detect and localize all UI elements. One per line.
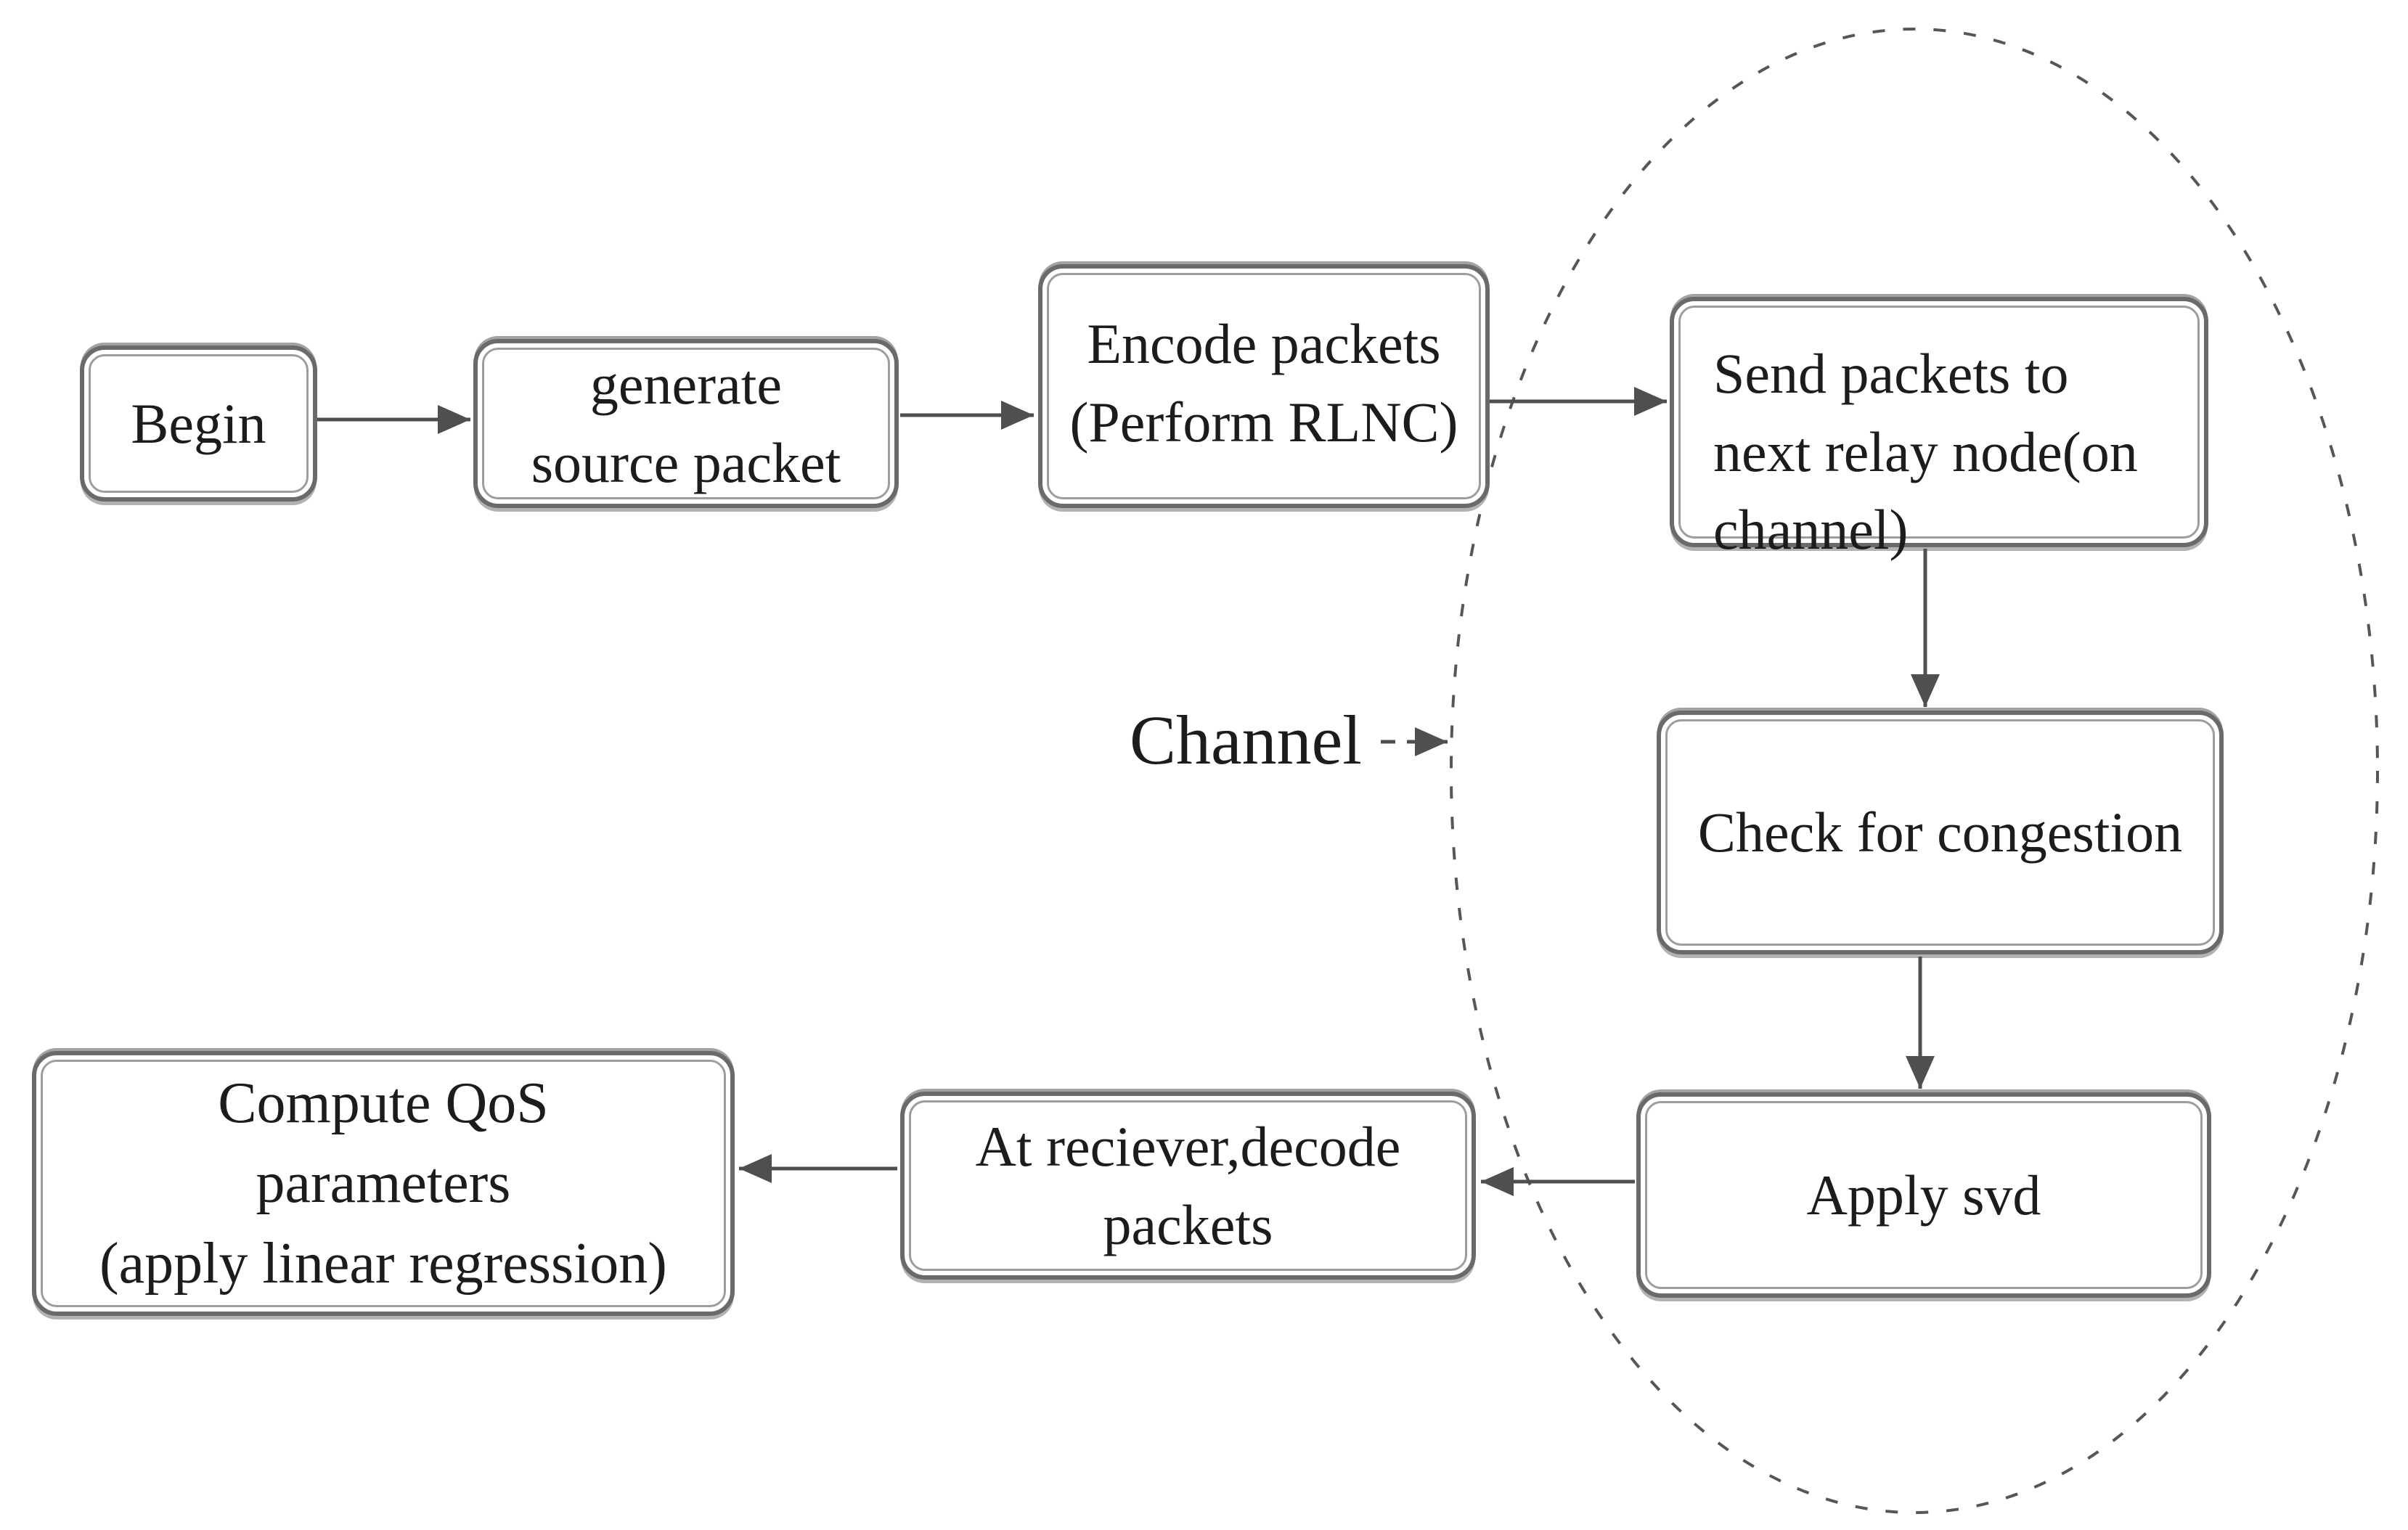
node-decode-packets-label: At reciever,decode packets (975, 1114, 1401, 1256)
node-send-packets: Send packets to next relay node(on chann… (1670, 297, 2208, 562)
node-decode-packets: At reciever,decode packets (900, 1092, 1476, 1280)
node-check-for-congestion: Check for congestion (1657, 711, 2224, 954)
node-send-packets-label: Send packets to next relay node(on chann… (1713, 342, 2138, 562)
channel-label: Channel (1130, 701, 1362, 779)
node-generate-source-packet-label: generate source packet (531, 352, 841, 494)
node-begin-label: Begin (131, 391, 266, 455)
channel-boundary-ellipse (1450, 28, 2379, 1514)
node-encode-packets-label: Encode packets (Perform RLNC) (1069, 312, 1458, 454)
node-apply-svd: Apply svd (1636, 1092, 2211, 1298)
node-encode-packets: Encode packets (Perform RLNC) (1038, 264, 1490, 508)
node-check-for-congestion-label: Check for congestion (1697, 801, 2183, 864)
node-compute-qos: Compute QoS parameters (apply linear reg… (32, 1051, 735, 1316)
node-compute-qos-label: Compute QoS parameters (apply linear reg… (99, 1071, 667, 1296)
node-apply-svd-label: Apply svd (1806, 1163, 2041, 1227)
